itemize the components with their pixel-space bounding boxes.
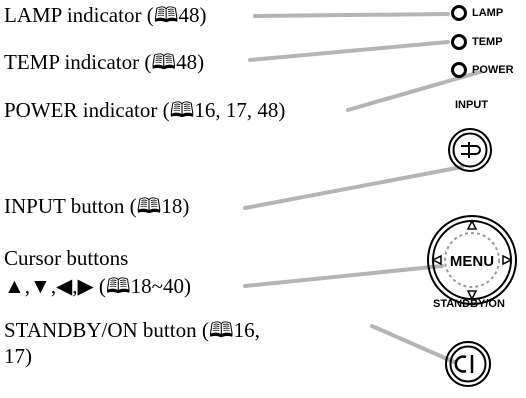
device-power-text: POWER: [472, 64, 514, 76]
lamp-indicator-icon: [451, 5, 467, 21]
device-input-text: INPUT: [455, 99, 488, 111]
input-leader-line: [243, 165, 464, 210]
power-indicator-icon: [451, 62, 467, 78]
lamp-leader-line: [253, 12, 450, 18]
power-leader-line: [346, 70, 482, 112]
cursor-up-arrow-icon[interactable]: [466, 219, 478, 230]
power-indicator-label: POWER indicator (🕮16, 17, 48): [4, 98, 286, 122]
cursor-right-arrow-icon[interactable]: [502, 254, 513, 266]
device-lamp-text: LAMP: [472, 7, 504, 19]
cursor-left-arrow-icon[interactable]: [431, 254, 442, 266]
standby-button-label: STANDBY/ON button (🕮16,: [4, 318, 260, 342]
cursor-buttons-arrows-label: ▲,▼,◀,▶ (🕮18~40): [4, 274, 191, 298]
input-button-icon[interactable]: [448, 128, 492, 172]
input-button-label: INPUT button (🕮18): [4, 194, 190, 218]
device-temp-text: TEMP: [472, 36, 503, 48]
temp-leader-line: [248, 40, 450, 62]
standby-button-label-line2: 17): [4, 344, 32, 368]
device-standby-text: STANDBY/ON: [433, 298, 505, 310]
cursor-buttons-label: Cursor buttons: [4, 246, 129, 270]
power-symbol-icon: [454, 355, 467, 373]
cursor-leader-line: [243, 264, 444, 288]
temp-indicator-label: TEMP indicator (🕮48): [4, 50, 205, 74]
temp-indicator-icon: [451, 34, 467, 50]
standby-button-icon[interactable]: [445, 341, 491, 387]
menu-label: MENU: [450, 253, 494, 270]
cursor-down-arrow-icon[interactable]: [466, 290, 478, 301]
standby-leader-line: [370, 324, 456, 364]
cursor-pad-icon[interactable]: MENU: [427, 215, 517, 305]
lamp-indicator-label: LAMP indicator (🕮48): [4, 3, 207, 27]
